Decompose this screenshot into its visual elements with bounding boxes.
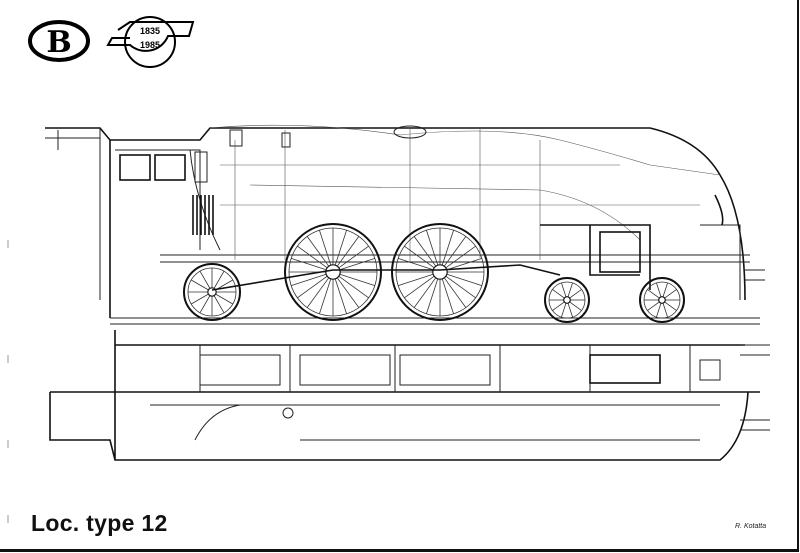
svg-text:1835: 1835 [140, 26, 160, 36]
wheel [639, 277, 685, 323]
side-elevation [45, 124, 765, 325]
wheel [284, 223, 382, 321]
wheel [183, 263, 241, 321]
drawing-title: Loc. type 12 [31, 510, 168, 536]
anniversary-logo: 1835 1985 [106, 16, 195, 68]
sncb-logo: B [28, 20, 90, 62]
wheel [391, 223, 489, 321]
signature: R. Kotatta [735, 523, 767, 530]
svg-text:B: B [46, 25, 71, 60]
plan-view [49, 330, 770, 461]
svg-text:1985: 1985 [140, 40, 160, 50]
wheel [544, 277, 590, 323]
